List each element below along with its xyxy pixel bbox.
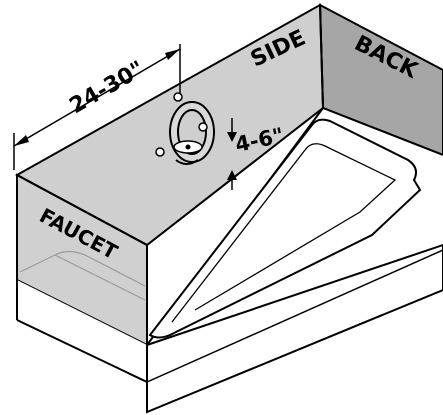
tub-basin-floor xyxy=(171,143,397,323)
tub-rim-faint xyxy=(19,250,146,301)
tub-front-bottom xyxy=(16,319,148,412)
height-dimension xyxy=(227,118,237,190)
tub-basin xyxy=(148,118,422,339)
width-dimension xyxy=(13,44,181,170)
faucet-side-corner xyxy=(16,174,148,246)
tub-apron-line xyxy=(146,249,443,383)
grab-bar-icon xyxy=(155,92,215,165)
side-back-corner xyxy=(319,4,324,109)
